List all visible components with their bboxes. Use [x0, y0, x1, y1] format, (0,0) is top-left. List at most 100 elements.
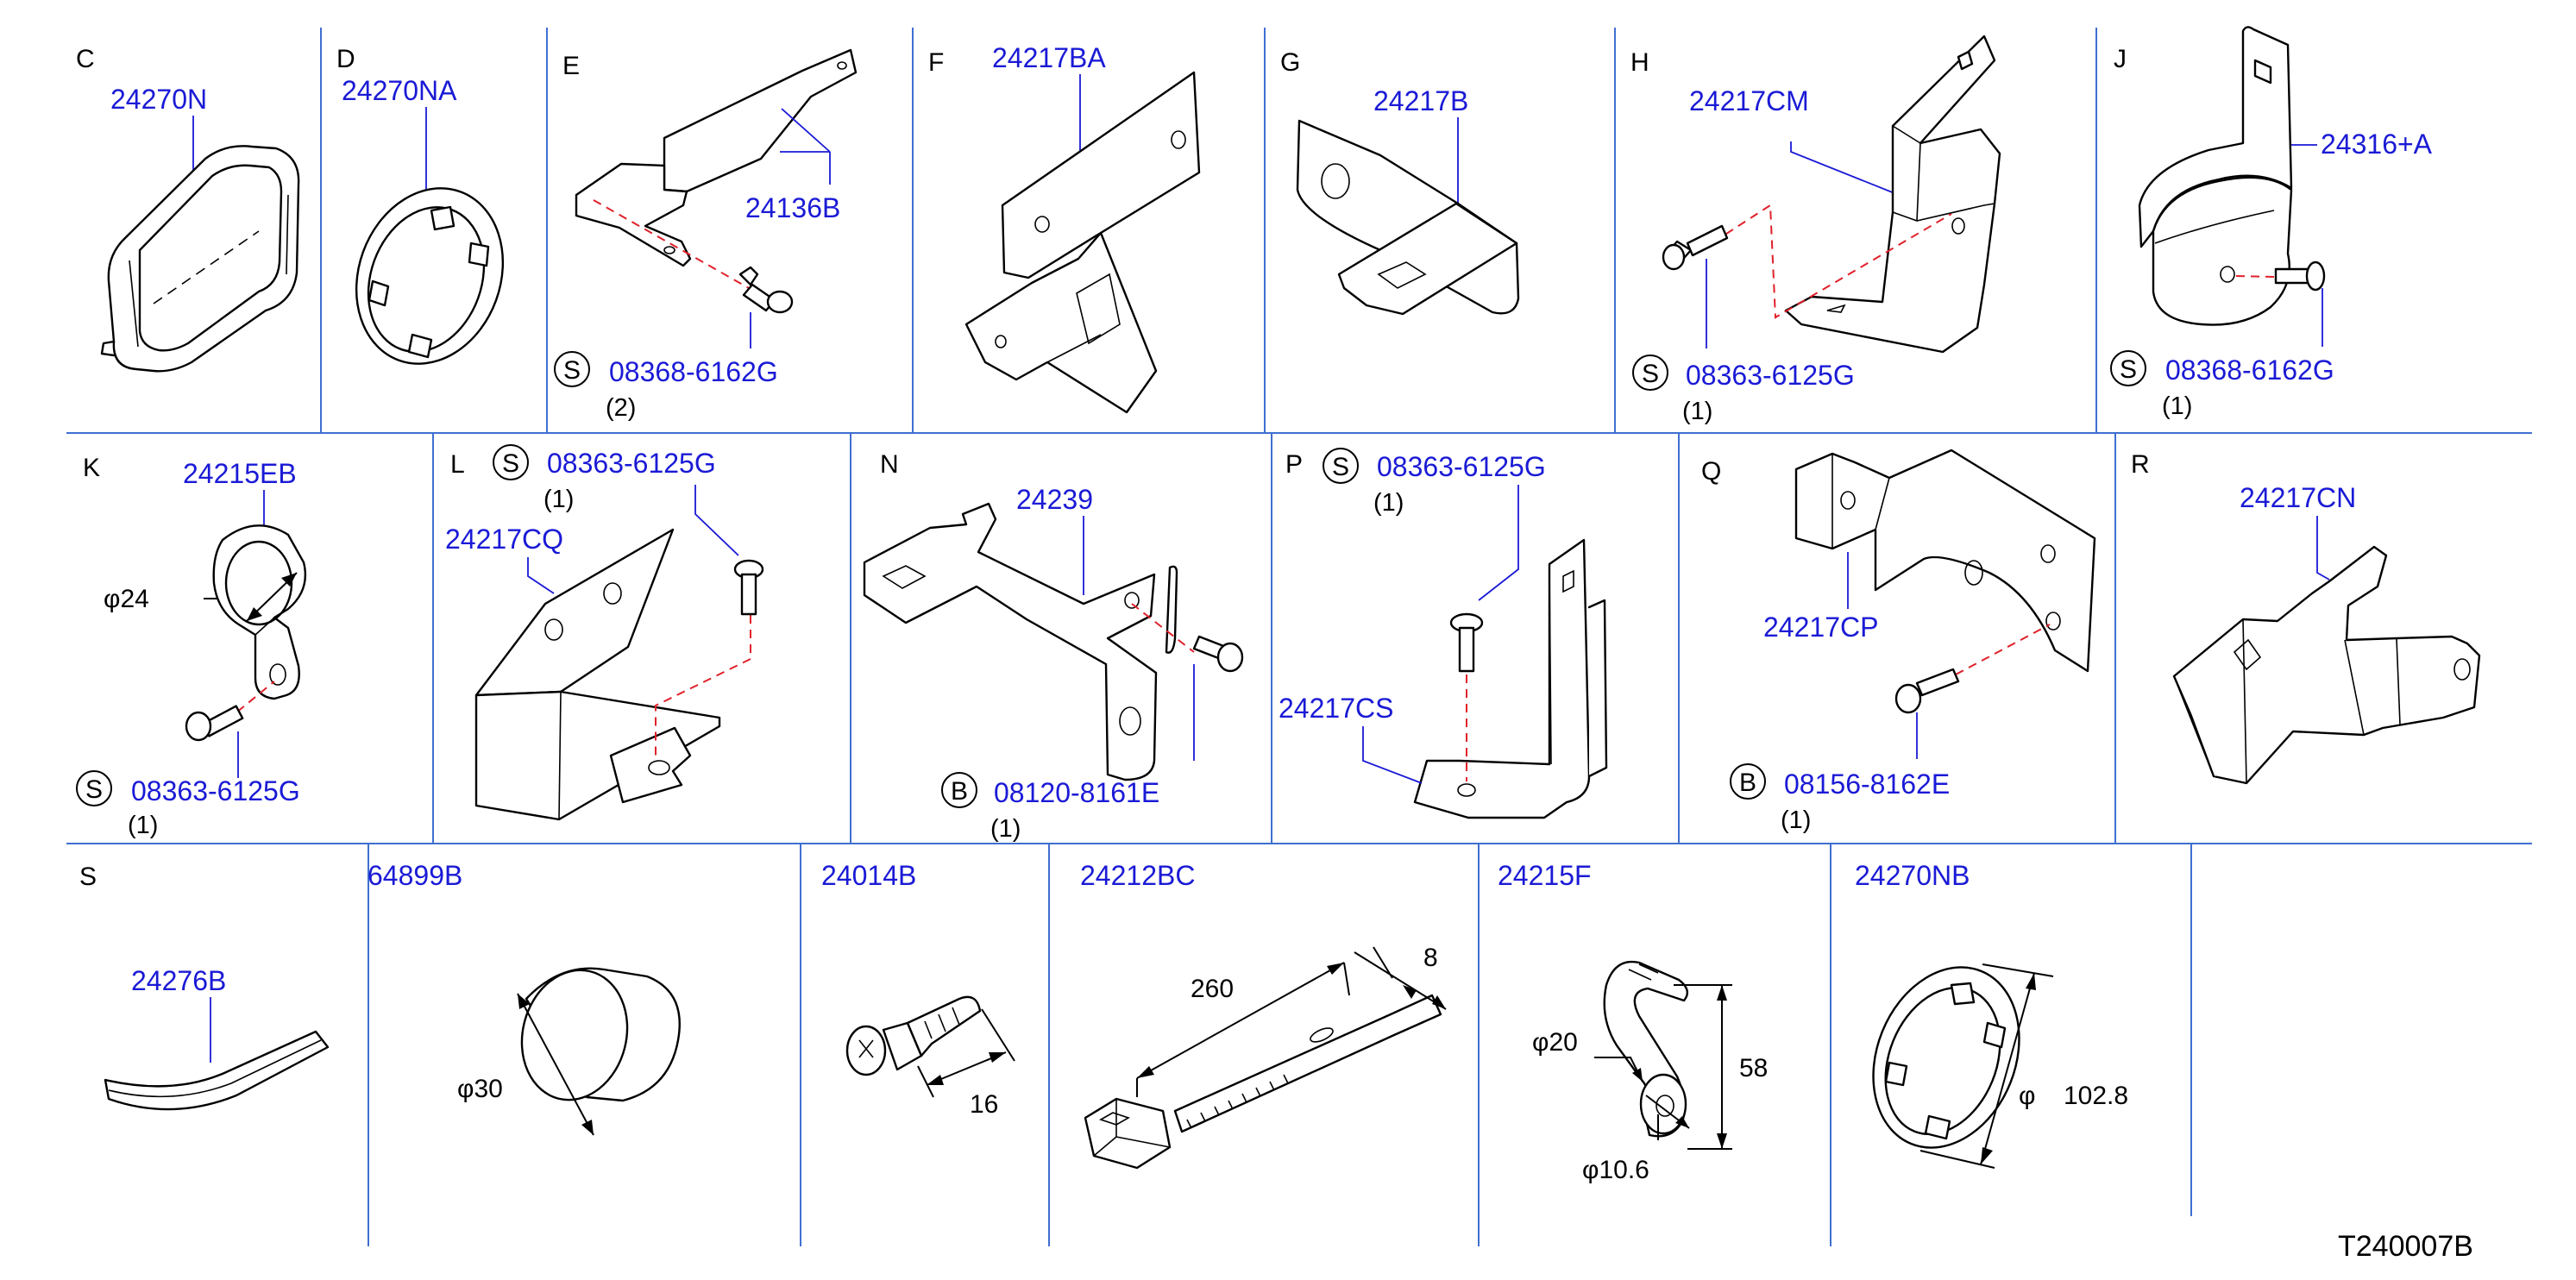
dimension-label: φ30 — [457, 1075, 503, 1103]
bolt-drawing — [185, 705, 244, 742]
dimension-label: φ — [2019, 1082, 2035, 1110]
quantity: (1) — [543, 486, 574, 513]
clip-drawing — [845, 995, 982, 1076]
part-number: 24215EB — [183, 458, 297, 489]
bracket-drawing — [1413, 538, 1608, 819]
section-letter: P — [1285, 450, 1303, 479]
fastener-mark-circle — [941, 772, 977, 808]
section-letter: C — [76, 45, 95, 73]
length-dimension — [917, 1008, 1015, 1098]
section-letter: S — [79, 863, 97, 891]
fastener-mark: B — [1739, 769, 1756, 797]
dimension-label: φ24 — [104, 585, 149, 613]
dimension-label: 58 — [1739, 1054, 1768, 1082]
fastener-mark-circle — [76, 770, 112, 806]
fastener-number: 08156-8162E — [1784, 769, 1950, 800]
dimension-label: 260 — [1191, 975, 1234, 1003]
section-letter: K — [83, 454, 100, 482]
section-letter: E — [562, 52, 580, 80]
dimension-label: 102.8 — [2064, 1082, 2128, 1110]
section-k: K 24215EB φ24 S 08363-6125G (1) — [76, 454, 307, 839]
part-number: 24316+A — [2321, 129, 2433, 160]
part-number: 24270NA — [342, 75, 457, 106]
part-number: 24014B — [821, 860, 916, 891]
bracket-drawing — [575, 48, 858, 267]
section-letter: F — [928, 48, 944, 77]
bolt-drawing — [1662, 224, 1729, 271]
fastener-mark-circle — [1730, 763, 1766, 800]
section-letter: R — [2131, 450, 2150, 479]
section-p: P S 08363-6125G (1) 24217CS — [1279, 448, 1608, 819]
fastener-mark: S — [502, 449, 519, 478]
bolt-drawing — [733, 559, 764, 616]
bracket-drawing — [1296, 119, 1520, 316]
bolt-drawing — [1449, 612, 1484, 673]
fastener-mark: S — [563, 356, 581, 385]
fastener-number: 08363-6125G — [547, 448, 716, 479]
section-s: S 24276B — [79, 863, 330, 1111]
section-c: C 24270N — [76, 45, 300, 373]
part-number: 24217CP — [1763, 612, 1878, 643]
part-number: 24136B — [745, 192, 840, 223]
fastener-number: 08368-6162G — [609, 356, 778, 387]
grommet-ring-drawing — [355, 187, 505, 365]
section-24270nb: 24270NB φ 102.8 — [1855, 860, 2128, 1169]
section-letter: D — [336, 45, 355, 73]
clip-drawing — [1603, 960, 1689, 1138]
bolt-drawing — [738, 266, 794, 314]
diameter-dimension — [517, 993, 594, 1136]
section-h: H 24217CM S 08363-6125G (1) — [1630, 35, 2001, 425]
fastener-mark-circle — [493, 444, 529, 480]
bracket-drawing — [863, 502, 1178, 781]
fastener-number: 08368-6162G — [2165, 355, 2334, 386]
quantity: (1) — [1682, 398, 1712, 425]
section-letter: L — [450, 450, 465, 479]
fastener-mark: S — [2120, 355, 2137, 384]
part-number: 24217BA — [992, 42, 1106, 73]
section-r: R 24217CN — [2131, 450, 2481, 785]
grommet-ring-drawing — [1872, 966, 2020, 1149]
fastener-mark-circle — [2110, 350, 2146, 386]
part-number: 24217CN — [2240, 482, 2356, 513]
dimension-label: 8 — [1423, 944, 1438, 972]
plug-drawing — [520, 967, 681, 1102]
part-number: 24276B — [131, 965, 226, 996]
section-letter: N — [880, 450, 899, 479]
section-64899b: 64899B φ30 — [368, 860, 681, 1136]
fastener-number: 08120-8161E — [994, 777, 1159, 808]
fastener-mark: S — [85, 775, 103, 804]
bolt-drawing — [2274, 260, 2326, 292]
bracket-drawing — [474, 528, 721, 821]
section-letter: Q — [1701, 457, 1721, 486]
grid-lines — [66, 28, 2532, 1246]
dimension-label: φ10.6 — [1582, 1156, 1649, 1184]
width-dimension — [1354, 946, 1447, 1010]
section-e: E 24136B S 08368-6162G (2) — [554, 48, 858, 422]
bracket-drawing — [1784, 35, 2001, 354]
part-number: 24217CQ — [445, 524, 563, 555]
part-number: 24239 — [1016, 484, 1093, 515]
section-24215f: 24215F 58 φ20 φ10.6 — [1498, 860, 1768, 1184]
bracket-drawing — [2138, 26, 2293, 326]
fastener-number: 08363-6125G — [1686, 360, 1855, 391]
fastener-mark: S — [1642, 360, 1659, 388]
section-24212bc: 24212BC 260 8 — [1080, 860, 1447, 1170]
part-number: 24212BC — [1080, 860, 1195, 891]
section-j: J 24316+A S 08368-6162G (1) — [2110, 26, 2433, 420]
length-dimension — [1136, 962, 1350, 1097]
quantity: (1) — [1373, 489, 1404, 517]
fastener-mark: S — [1332, 453, 1349, 481]
clamp-drawing — [212, 524, 307, 700]
fastener-mark-circle — [1632, 355, 1668, 391]
section-l: L S 08363-6125G (1) 24217CQ — [445, 444, 764, 821]
quantity: (1) — [990, 815, 1021, 843]
diagram-reference-code: T240007B — [2338, 1230, 2473, 1263]
fastener-number: 08363-6125G — [1377, 451, 1546, 482]
part-number: 24270N — [110, 84, 207, 115]
dimension-label: 16 — [970, 1090, 998, 1119]
bracket-drawing — [1794, 449, 2096, 673]
cable-tie-drawing — [1084, 994, 1442, 1170]
fastener-mark-circle — [1323, 448, 1359, 484]
fastener-number: 08363-6125G — [131, 775, 300, 806]
